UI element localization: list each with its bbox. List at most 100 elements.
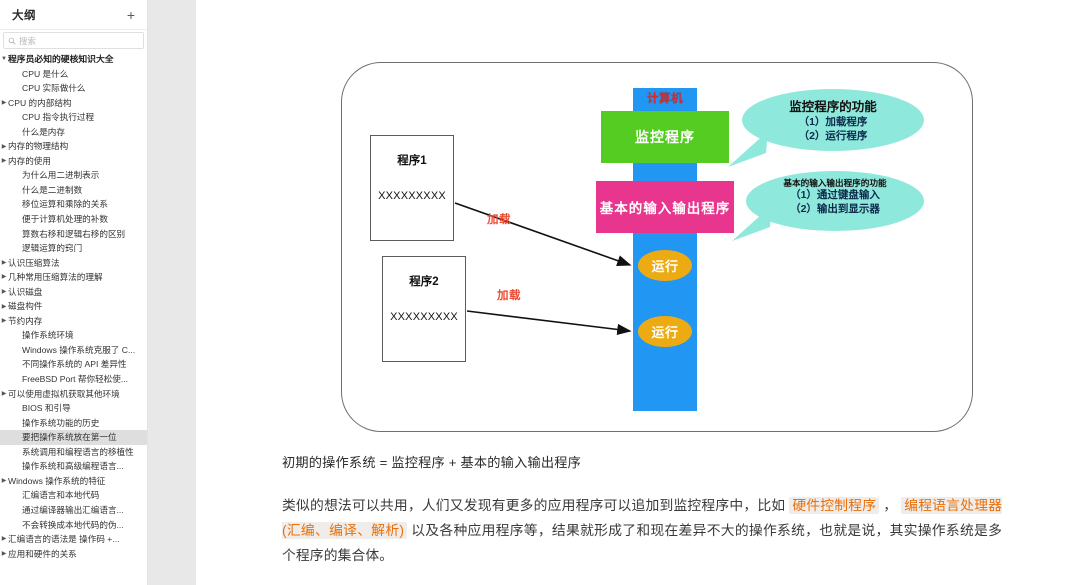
outline-item[interactable]: CPU 是什么 — [0, 67, 147, 82]
program2-title: 程序2 — [409, 276, 439, 288]
outline-item-label: 程序员必知的硬核知识大全 — [8, 54, 114, 64]
outline-item[interactable]: ▶应用和硬件的关系 — [0, 547, 147, 562]
monitor-function-callout: 监控程序的功能 （1）加载程序 （2）运行程序 — [742, 89, 924, 151]
io-program-band: 基本的输入输出程序 — [596, 181, 734, 233]
outline-item[interactable]: 汇编语言和本地代码 — [0, 488, 147, 503]
outline-item[interactable]: ▶Windows 操作系统的特征 — [0, 474, 147, 489]
document-content: 程序1 XXXXXXXXX 程序2 XXXXXXXXX 加载 加载 — [196, 0, 1080, 585]
outline-item[interactable]: ▶节约内存 — [0, 314, 147, 329]
outline-item-label: 操作系统和高级编程语言... — [22, 461, 124, 472]
outline-item-label: Windows 操作系统的特征 — [8, 475, 106, 486]
twisty-expanded-icon[interactable]: ▼ — [1, 56, 7, 63]
twisty-collapsed-icon[interactable]: ▶ — [1, 289, 7, 296]
bubble2-title: 基本的输入输出程序的功能 — [783, 178, 887, 188]
twisty-collapsed-icon[interactable]: ▶ — [1, 99, 7, 106]
search-icon — [8, 37, 16, 45]
twisty-collapsed-icon[interactable]: ▶ — [1, 390, 7, 397]
outline-item-label: CPU 指令执行过程 — [22, 112, 95, 123]
outline-item-label: 什么是二进制数 — [22, 184, 83, 195]
run-pill-1: 运行 — [638, 250, 692, 281]
outline-item[interactable]: ▶认识磁盘 — [0, 285, 147, 300]
outline-item[interactable]: 通过编译器输出汇编语言... — [0, 503, 147, 518]
bubble1-line2: （2）运行程序 — [798, 130, 868, 142]
outline-item[interactable]: 操作系统功能的历史 — [0, 416, 147, 431]
bubble1-line1: （1）加载程序 — [798, 116, 868, 128]
search-input[interactable] — [19, 35, 139, 46]
outline-item[interactable]: 什么是内存 — [0, 125, 147, 140]
outline-item-label: 汇编语言的语法是 操作码 +... — [8, 534, 120, 545]
outline-item[interactable]: 要把操作系统放在第一位 — [0, 430, 147, 445]
twisty-collapsed-icon[interactable]: ▶ — [1, 274, 7, 281]
outline-item[interactable]: 操作系统环境 — [0, 328, 147, 343]
outline-item-label: 节约内存 — [8, 315, 43, 326]
sidebar-title: 大纲 — [12, 9, 36, 22]
para-mid: ， — [879, 498, 902, 513]
twisty-collapsed-icon[interactable]: ▶ — [1, 536, 7, 543]
monitor-program-band: 监控程序 — [601, 111, 729, 163]
outline-item[interactable]: BIOS 和引导 — [0, 401, 147, 416]
outline-item[interactable]: 什么是二进制数 — [0, 183, 147, 198]
outline-item-label: 几种常用压缩算法的理解 — [8, 272, 103, 283]
explanation-paragraph: 类似的想法可以共用，人们又发现有更多的应用程序可以追加到监控程序中，比如 硬件控… — [282, 493, 1002, 568]
outline-item[interactable]: 移位运算和乘除的关系 — [0, 197, 147, 212]
para-pre: 类似的想法可以共用，人们又发现有更多的应用程序可以追加到监控程序中，比如 — [282, 498, 790, 513]
program1-body: XXXXXXXXX — [378, 190, 446, 202]
outline-item[interactable]: ▶几种常用压缩算法的理解 — [0, 270, 147, 285]
outline-item[interactable]: ▼程序员必知的硬核知识大全 — [0, 52, 147, 67]
outline-item[interactable]: 系统调用和编程语言的移植性 — [0, 445, 147, 460]
run-pill-2: 运行 — [638, 316, 692, 347]
twisty-collapsed-icon[interactable]: ▶ — [1, 158, 7, 165]
outline-item[interactable]: CPU 指令执行过程 — [0, 110, 147, 125]
sidebar-header: 大纲 + — [0, 0, 147, 30]
outline-item[interactable]: ▶内存的物理结构 — [0, 139, 147, 154]
outline-item[interactable]: Windows 操作系统克服了 C... — [0, 343, 147, 358]
outline-item[interactable]: CPU 实际做什么 — [0, 81, 147, 96]
outline-item[interactable]: ▶汇编语言的语法是 操作码 +... — [0, 532, 147, 547]
para-post: 以及各种应用程序等，结果就形成了和现在差异不大的操作系统，也就是说，其实操作系统… — [282, 523, 1002, 563]
load-label-1: 加载 — [487, 214, 511, 226]
outline-item[interactable]: ▶CPU 的内部结构 — [0, 96, 147, 111]
outline-item[interactable]: 不同操作系统的 API 差异性 — [0, 357, 147, 372]
bubble1-title: 监控程序的功能 — [789, 100, 877, 114]
twisty-collapsed-icon[interactable]: ▶ — [1, 478, 7, 485]
outline-item-label: 内存的使用 — [8, 155, 51, 166]
outline-item[interactable]: 不会转换成本地代码的伪... — [0, 518, 147, 533]
outline-item-label: 为什么用二进制表示 — [22, 170, 100, 181]
outline-item-label: 什么是内存 — [22, 126, 65, 137]
outline-item[interactable]: ▶认识压缩算法 — [0, 256, 147, 271]
twisty-collapsed-icon[interactable]: ▶ — [1, 550, 7, 557]
sidebar-search[interactable] — [3, 32, 144, 49]
twisty-collapsed-icon[interactable]: ▶ — [1, 318, 7, 325]
outline-item[interactable]: 逻辑运算的窍门 — [0, 241, 147, 256]
program2-box: 程序2 XXXXXXXXX — [382, 256, 466, 362]
outline-item[interactable]: ▶内存的使用 — [0, 154, 147, 169]
outline-item[interactable]: 算数右移和逻辑右移的区别 — [0, 227, 147, 242]
outline-item-label: CPU 是什么 — [22, 68, 69, 79]
outline-item-label: CPU 的内部结构 — [8, 97, 72, 108]
outline-item[interactable]: 操作系统和高级编程语言... — [0, 459, 147, 474]
outline-item-label: 操作系统环境 — [22, 330, 74, 341]
outline-item-label: 逻辑运算的窍门 — [22, 243, 83, 254]
outline-item[interactable]: 便于计算机处理的补数 — [0, 212, 147, 227]
outline-item[interactable]: ▶可以使用虚拟机获取其他环境 — [0, 387, 147, 402]
outline-item-label: 可以使用虚拟机获取其他环境 — [8, 388, 120, 399]
outline-item[interactable]: 为什么用二进制表示 — [0, 168, 147, 183]
outline-item-label: 通过编译器输出汇编语言... — [22, 504, 124, 515]
outline-item-label: 认识磁盘 — [8, 286, 43, 297]
io-function-callout: 基本的输入输出程序的功能 （1）通过键盘输入 （2）输出到显示器 — [746, 171, 924, 231]
program2-body: XXXXXXXXX — [390, 311, 458, 323]
twisty-collapsed-icon[interactable]: ▶ — [1, 143, 7, 150]
outline-item-label: BIOS 和引导 — [22, 403, 71, 414]
outline-item-label: CPU 实际做什么 — [22, 83, 86, 94]
bubble1-tail — [728, 131, 768, 167]
computer-label: 计算机 — [647, 93, 683, 105]
twisty-collapsed-icon[interactable]: ▶ — [1, 259, 7, 266]
outline-item[interactable]: FreeBSD Port 帮你轻松使... — [0, 372, 147, 387]
load-label-2: 加载 — [497, 290, 521, 302]
twisty-collapsed-icon[interactable]: ▶ — [1, 303, 7, 310]
article-text: 初期的操作系统 = 监控程序 + 基本的输入输出程序 类似的想法可以共用，人们又… — [282, 452, 1002, 568]
outline-item[interactable]: ▶磁盘构件 — [0, 299, 147, 314]
add-outline-icon[interactable]: + — [126, 6, 135, 23]
